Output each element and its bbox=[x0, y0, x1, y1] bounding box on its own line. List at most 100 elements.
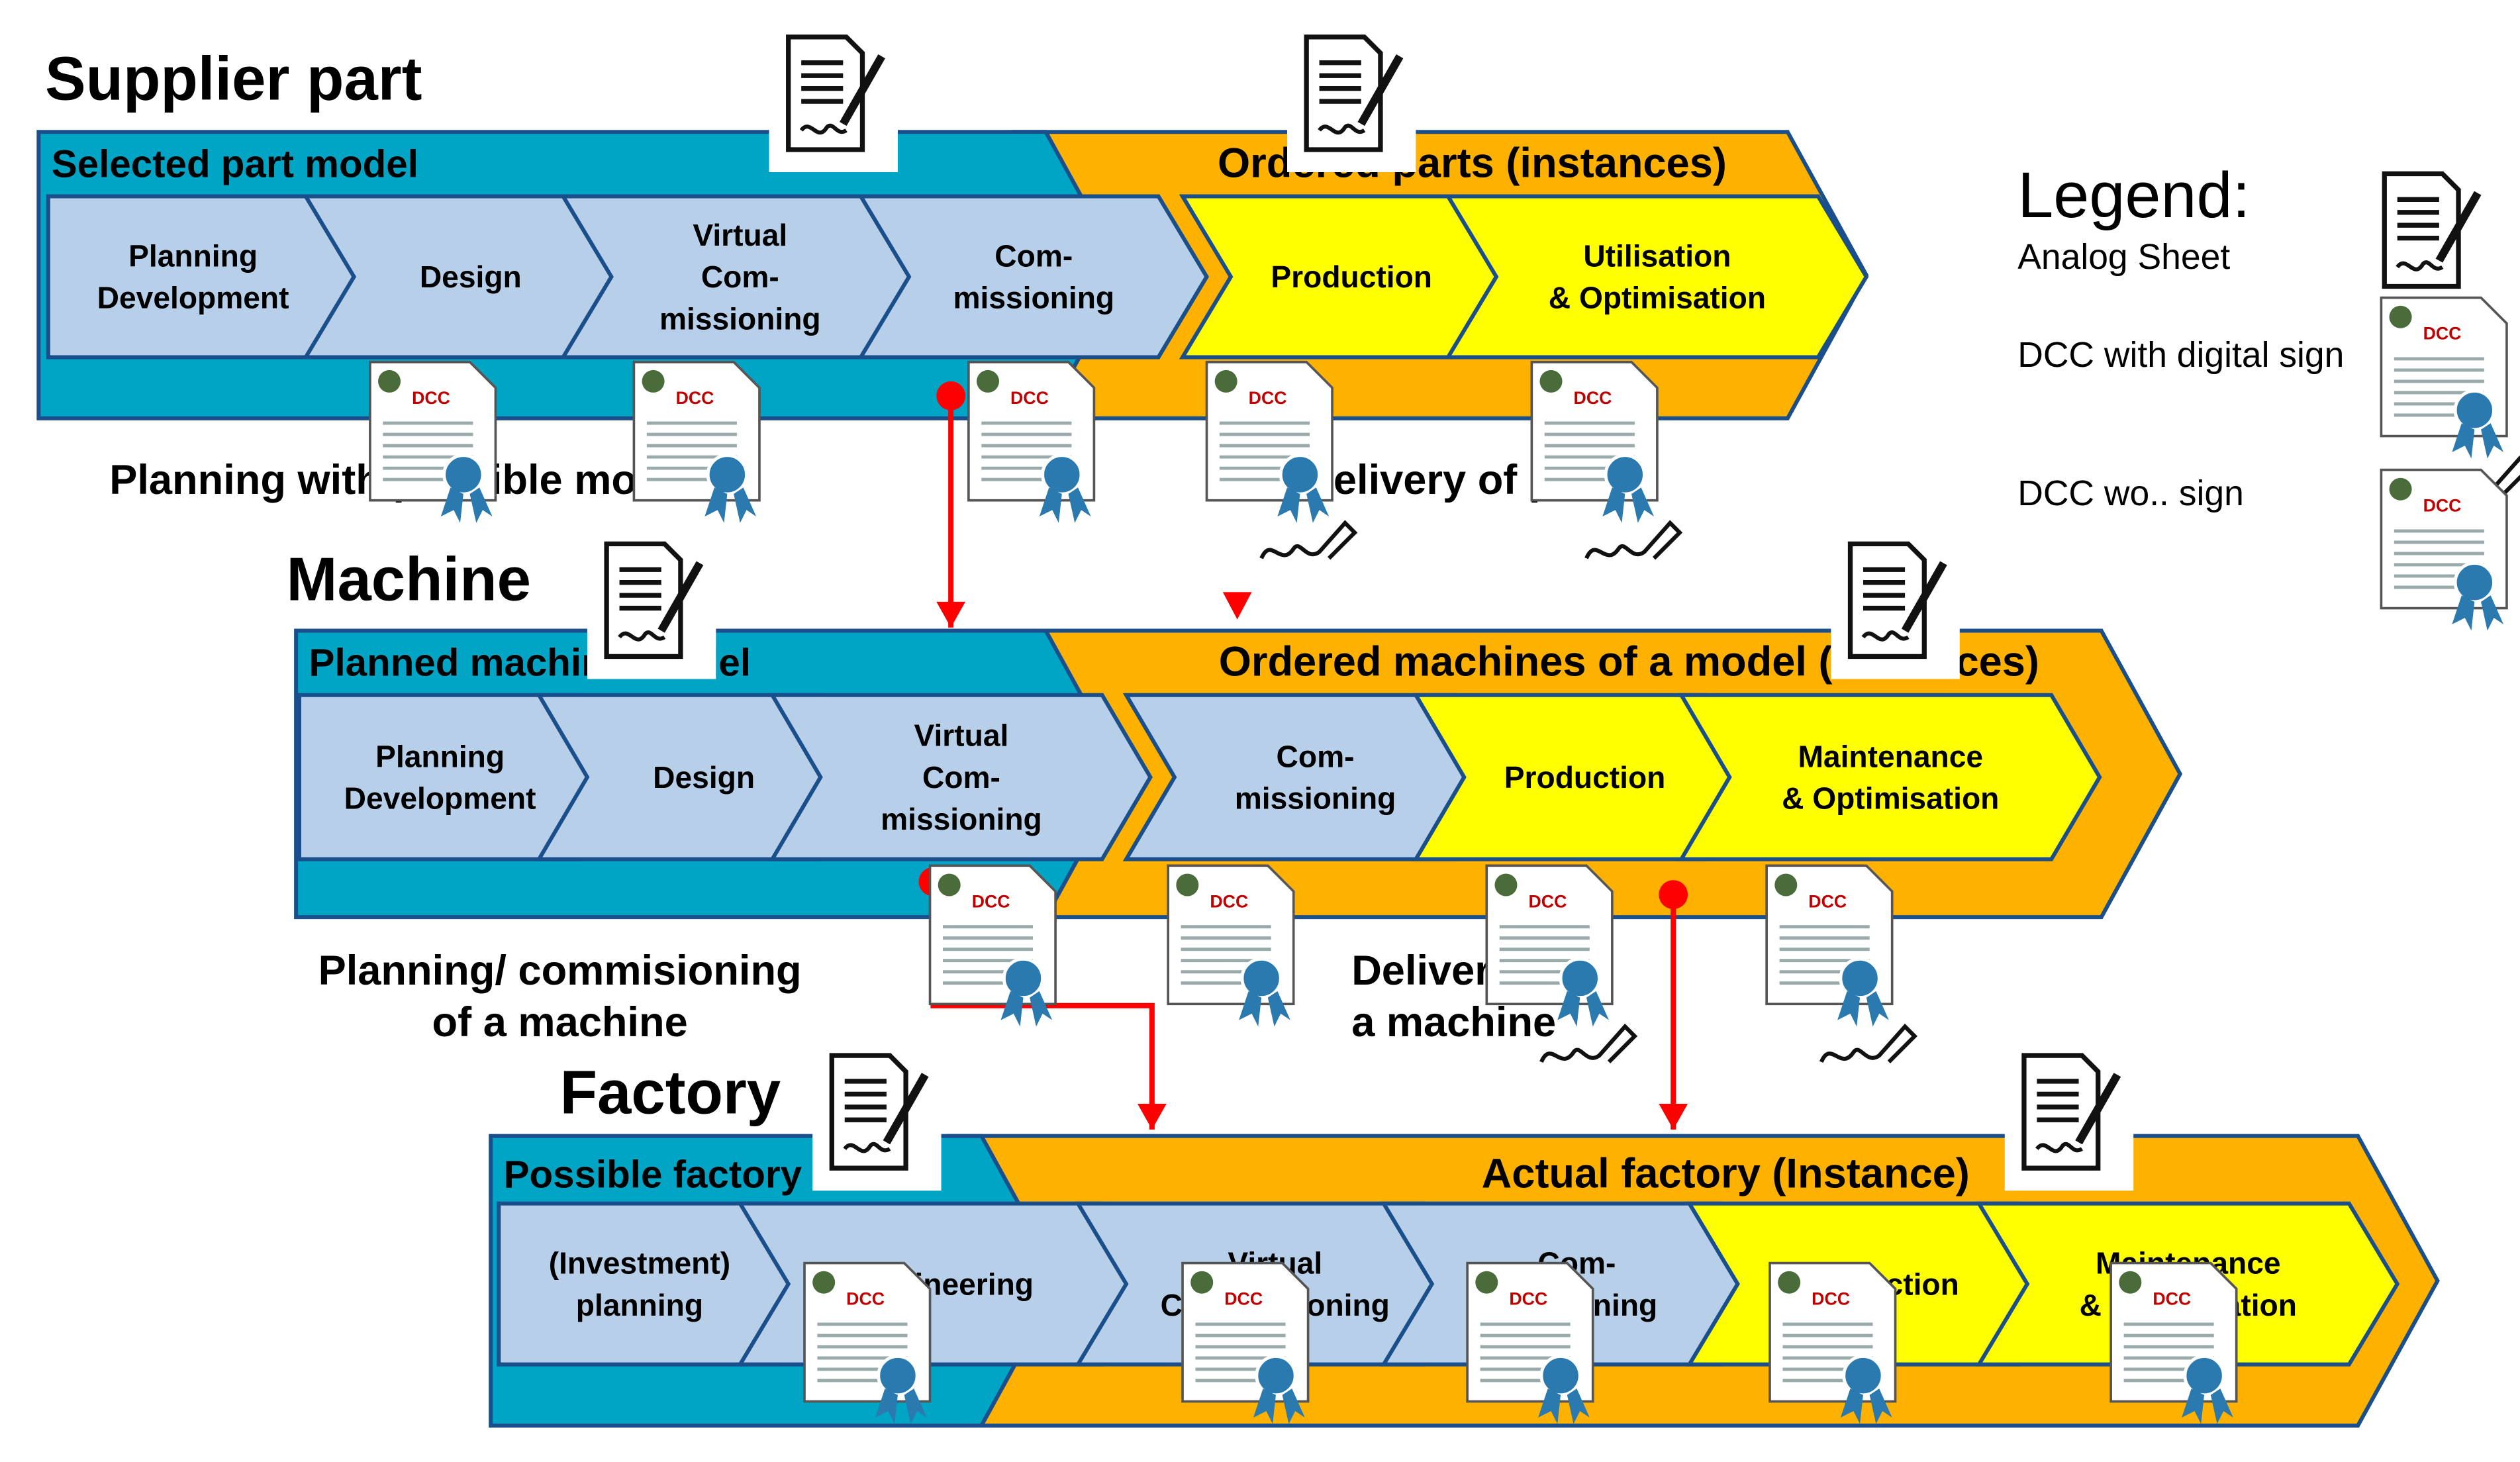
dcc-ribbon-tails bbox=[1837, 991, 1889, 1027]
caption-planning-machine: of a machine bbox=[432, 999, 688, 1046]
dcc-badge: DCC bbox=[1010, 388, 1049, 408]
legend-title: Legend: bbox=[2017, 159, 2250, 231]
dcc-ribbon-tails bbox=[875, 1389, 927, 1424]
flow-arrow-head bbox=[936, 601, 965, 628]
arrow-supplier-to-machine bbox=[936, 381, 965, 628]
dcc-ribbon-tails bbox=[704, 487, 757, 523]
dcc-badge: DCC bbox=[1249, 388, 1287, 408]
process-step-label: Com- bbox=[1277, 739, 1355, 773]
analog-sheet-icon bbox=[1831, 530, 1960, 679]
sheet-outline bbox=[2382, 171, 2461, 289]
dcc-seal-dot bbox=[938, 873, 961, 897]
dcc-badge: DCC bbox=[2423, 324, 2462, 344]
dcc-ribbon-rosette bbox=[1539, 1355, 1582, 1397]
dcc-signed-icon: DCC bbox=[1205, 360, 1358, 560]
dcc-ribbon-tails bbox=[1000, 991, 1053, 1027]
dcc-signed-icon: DCC bbox=[1485, 864, 1638, 1063]
dcc-icon: DCC bbox=[2109, 1261, 2238, 1424]
dcc-seal-dot bbox=[378, 369, 401, 393]
dcc-badge: DCC bbox=[1812, 1289, 1850, 1309]
dcc-badge: DCC bbox=[1224, 1289, 1263, 1309]
process-step-label: Planning bbox=[375, 739, 505, 773]
process-step-label: Development bbox=[344, 781, 536, 815]
dcc-seal-dot bbox=[1778, 1271, 1801, 1294]
sheet-outline bbox=[829, 1053, 908, 1171]
dcc-ribbon-rosette bbox=[2183, 1355, 2225, 1397]
sheet-outline bbox=[1304, 34, 1383, 152]
process-step-label: Development bbox=[97, 281, 289, 315]
signature-scribble bbox=[2035, 1142, 2084, 1153]
section-title-supplier: Supplier part bbox=[45, 44, 422, 113]
process-step-label: Design bbox=[420, 260, 522, 294]
dcc-icon: DCC bbox=[1167, 864, 1295, 1027]
dcc-badge: DCC bbox=[1509, 1289, 1547, 1309]
dcc-seal-dot bbox=[1190, 1271, 1214, 1294]
section-title-machine: Machine bbox=[287, 544, 531, 613]
dcc-ribbon-rosette bbox=[1559, 957, 1601, 1000]
process-step-label: Com- bbox=[701, 260, 779, 294]
pen-icon bbox=[840, 54, 885, 126]
model-phase-label: Possible factory bbox=[504, 1153, 802, 1196]
process-step-chevron bbox=[1444, 194, 1869, 360]
process-step-label: Production bbox=[1271, 260, 1432, 294]
process-step-label: planning bbox=[576, 1288, 703, 1322]
dcc-icon: DCC bbox=[369, 360, 497, 523]
dcc-ribbon-rosette bbox=[2453, 561, 2496, 604]
caption-planning-machine: Planning/ commisioning bbox=[318, 948, 802, 994]
signature-scribble bbox=[618, 630, 666, 642]
dcc-ribbon-tails bbox=[1253, 1389, 1305, 1424]
dcc-ribbon-rosette bbox=[1255, 1355, 1297, 1397]
dcc-seal-dot bbox=[1214, 369, 1237, 393]
dcc-seal-dot bbox=[2119, 1271, 2142, 1294]
dcc-badge: DCC bbox=[1808, 892, 1847, 912]
dcc-icon: DCC bbox=[1466, 1261, 1594, 1424]
process-step-chevron bbox=[769, 693, 1153, 861]
flow-arrow-head bbox=[1138, 1103, 1167, 1130]
dcc-ribbon-tails bbox=[2182, 1389, 2233, 1424]
dcc-ribbon-rosette bbox=[706, 454, 748, 496]
dcc-ribbon-tails bbox=[1557, 991, 1609, 1027]
process-step-label: Planning bbox=[128, 239, 258, 273]
sheet-outline bbox=[786, 34, 865, 152]
sheet-outline bbox=[604, 541, 683, 659]
process-step-label: Com- bbox=[922, 760, 1000, 795]
dcc-icon: DCC bbox=[2380, 468, 2508, 631]
analog-sheet-icon bbox=[769, 24, 898, 173]
instance-phase-label: Actual factory (Instance) bbox=[1482, 1150, 1970, 1196]
digital-signature-icon bbox=[1819, 1023, 1917, 1063]
dcc-seal-dot bbox=[1475, 1271, 1498, 1294]
process-step-label: & Optimisation bbox=[1782, 781, 1999, 815]
dcc-ribbon-tails bbox=[2452, 595, 2504, 631]
model-phase-label: Selected part model bbox=[52, 142, 418, 185]
dcc-signed-icon: DCC bbox=[2380, 296, 2520, 496]
dcc-ribbon-rosette bbox=[1002, 957, 1045, 1000]
analog-sheet-icon bbox=[2365, 161, 2494, 309]
pen-icon bbox=[2075, 1073, 2121, 1145]
dcc-ribbon-rosette bbox=[442, 454, 485, 496]
dcc-seal-dot bbox=[1539, 369, 1563, 393]
dcc-seal-dot bbox=[2389, 477, 2412, 501]
legend-item-analog-sheet: Analog Sheet bbox=[2017, 238, 2230, 277]
dcc-seal-dot bbox=[977, 369, 1000, 393]
dcc-ribbon-rosette bbox=[1839, 957, 1881, 1000]
analog-sheet-icon bbox=[812, 1042, 942, 1191]
dcc-icon: DCC bbox=[803, 1261, 932, 1424]
digital-signature-icon bbox=[1539, 1023, 1638, 1063]
process-step-label: Utilisation bbox=[1583, 239, 1731, 273]
dcc-ribbon-tails bbox=[1239, 991, 1290, 1027]
dcc-seal-dot bbox=[812, 1271, 836, 1294]
dcc-ribbon-tails bbox=[440, 487, 493, 523]
dcc-ribbon-rosette bbox=[1041, 454, 1083, 496]
dcc-badge: DCC bbox=[676, 388, 714, 408]
legend-item-dcc-digital-sign: DCC with digital sign bbox=[2017, 336, 2344, 375]
signature-scribble bbox=[799, 123, 848, 135]
dcc-ribbon-tails bbox=[1538, 1389, 1590, 1424]
flow-arrow-origin bbox=[1659, 880, 1688, 909]
factory-section: Possible factory Actual factory (Instance… bbox=[489, 1134, 2440, 1428]
dcc-badge: DCC bbox=[412, 388, 450, 408]
dcc-badge: DCC bbox=[2153, 1289, 2191, 1309]
dcc-icon: DCC bbox=[632, 360, 761, 523]
